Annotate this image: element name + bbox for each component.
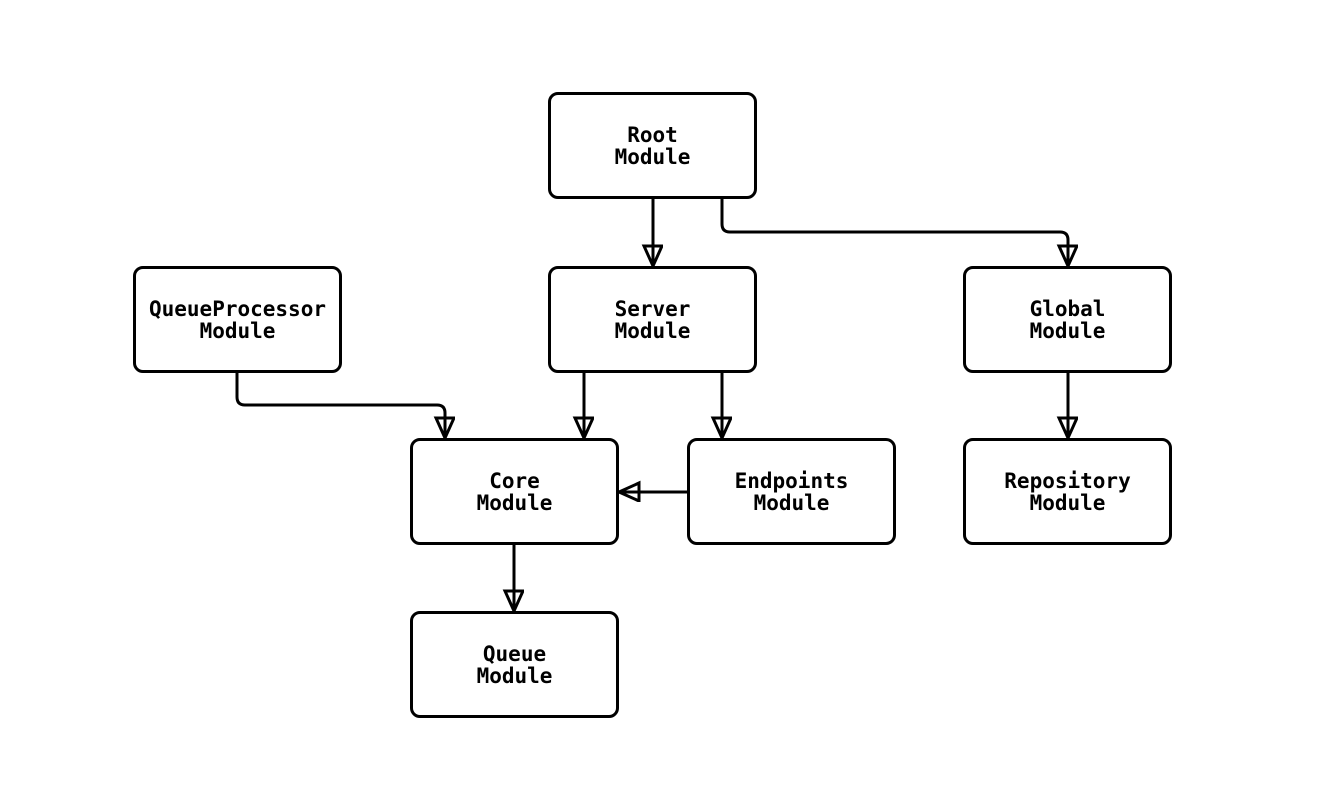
node-label-line: Module [476, 663, 553, 688]
node-label-line: Global [1029, 296, 1106, 321]
node-label-line: Module [1029, 318, 1106, 343]
node-label-line: Module [1029, 490, 1106, 515]
node-endpoints-module: Endpoints Module [687, 438, 896, 545]
node-label-line: Module [614, 144, 691, 169]
node-queueprocessor-module: QueueProcessor Module [133, 266, 342, 373]
node-server-module: Server Module [548, 266, 757, 373]
node-root-module: Root Module [548, 92, 757, 199]
node-label-line: Root [627, 122, 678, 147]
node-repository-module: Repository Module [963, 438, 1172, 545]
node-global-module: Global Module [963, 266, 1172, 373]
node-label-line: Module [753, 490, 830, 515]
node-label-line: Endpoints [734, 468, 849, 493]
node-label-line: Module [614, 318, 691, 343]
node-queue-module: Queue Module [410, 611, 619, 718]
node-label-line: Module [476, 490, 553, 515]
node-label-line: Repository [1004, 468, 1131, 493]
edge-root-to-global [720, 199, 1068, 266]
node-label-line: QueueProcessor [148, 296, 326, 321]
edge-queueprocessor-to-core [235, 373, 445, 438]
node-label-line: Server [614, 296, 691, 321]
node-label-line: Module [199, 318, 276, 343]
node-core-module: Core Module [410, 438, 619, 545]
node-label-line: Queue [482, 641, 547, 666]
node-label-line: Core [489, 468, 540, 493]
